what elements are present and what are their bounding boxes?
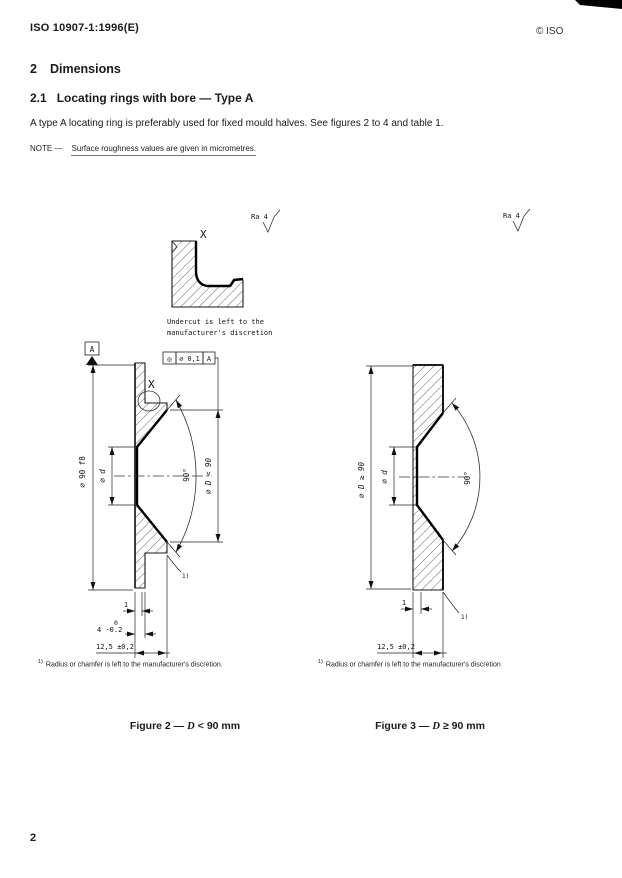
paragraph: A type A locating ring is preferably use… xyxy=(30,118,444,129)
figure2-footnote-leader xyxy=(166,554,182,573)
undercut-detail-drawing: X Ra 4 Undercut is left to the manufactu… xyxy=(167,209,281,337)
figure2-footnote-ref: 1) xyxy=(182,573,189,580)
section-heading: 2 Dimensions xyxy=(30,62,121,76)
figure2-footnote-marker: 1) xyxy=(38,659,43,665)
figure2-caption: Figure 2 —D< 90 mm xyxy=(85,720,285,732)
figure3-roughness-icon xyxy=(512,215,525,232)
figure3-caption-prefix: Figure 3 — xyxy=(375,720,430,732)
figure3-land-dim: 1 xyxy=(402,599,406,607)
figure3-drawing: Ra 4 ⌀ D ≥ 90 ⌀ d 90° xyxy=(357,208,531,658)
figure3-footnote-text: Radius or chamfer is left to the manufac… xyxy=(325,661,501,669)
figure3-bore-cone-faces xyxy=(415,412,444,541)
figure2-od-dim: ⌀ 90 f8 xyxy=(78,456,87,488)
roughness-value: Ra 4 xyxy=(251,213,268,221)
undercut-profile xyxy=(194,241,244,288)
tolerance-leader xyxy=(215,357,219,410)
tolerance-value: ⌀ 0,1 xyxy=(179,355,199,363)
page-number: 2 xyxy=(30,832,37,844)
figure3-cone-ext-bottom xyxy=(442,539,457,556)
figure3-footnote-marker: 1) xyxy=(318,659,323,665)
figure2-depth-dim: 12,5 ±0,2 xyxy=(96,643,134,651)
subsection-title: Locating rings with bore — Type A xyxy=(56,91,254,105)
figure2-cone-ext-bottom xyxy=(166,541,181,558)
figure3-caption-symbol: D xyxy=(432,721,440,732)
break-line xyxy=(171,240,178,254)
figure3-cone-ext-top xyxy=(442,397,457,414)
figure3-caption: Figure 3 —D≥ 90 mm xyxy=(330,720,530,732)
detail-caption-line1: Undercut is left to the xyxy=(167,318,264,326)
figure2-land-dim: 1 xyxy=(124,601,128,609)
figure3-angle-dim: 90° xyxy=(463,471,472,485)
detail-caption-line2: manufacturer's discretion xyxy=(167,329,272,337)
tolerance-datum: A xyxy=(207,355,212,363)
undercut-section xyxy=(171,240,244,308)
figure2-drawing: X A ⌀ 90 f8 ⌀ d ◎ ⌀ 0,1 A xyxy=(78,341,223,658)
section-number: 2 xyxy=(30,62,37,76)
datum-label: A xyxy=(90,345,95,354)
figure2-caption-prefix: Figure 2 — xyxy=(129,720,185,732)
figure3-depth-dim: 12,5 ±0,2 xyxy=(377,643,415,651)
roughness-icon-tick xyxy=(273,209,281,218)
figure3-angle-arc xyxy=(451,402,481,552)
concentricity-icon: ◎ xyxy=(167,355,172,364)
figure2-cross-section xyxy=(134,362,168,589)
datum-box xyxy=(84,341,100,356)
note-label: NOTE — xyxy=(30,144,63,153)
figure2-cone-ext-top xyxy=(166,394,181,411)
figure2-bore-dim: ⌀ d xyxy=(98,469,107,483)
figure2-footnote: 1)Radius or chamfer is left to the manuf… xyxy=(38,659,223,668)
figure2-angle-dim: 90° xyxy=(182,468,191,482)
figure3-caption-suffix: ≥ 90 mm xyxy=(442,720,485,732)
scan-corner-artifact xyxy=(575,0,622,9)
figure2-detail-marker: X xyxy=(148,378,155,391)
figure2-footnote-text: Radius or chamfer is left to the manufac… xyxy=(45,661,223,669)
figure3-roughness-value: Ra 4 xyxy=(503,212,520,220)
note-text: Surface roughness values are given in mi… xyxy=(71,144,256,156)
figure3-footnote-leader xyxy=(442,591,460,614)
detail-x-label: X xyxy=(200,228,207,241)
datum-triangle-icon xyxy=(86,356,98,365)
figure3-footnote-ref: 1) xyxy=(461,614,468,621)
copyright-label: © ISO xyxy=(536,26,564,37)
figure2-flange-upper-tol: 0 xyxy=(114,619,118,627)
roughness-icon xyxy=(262,216,275,233)
figure3-roughness-icon-tick xyxy=(523,208,531,217)
subsection-number: 2.1 xyxy=(30,91,47,105)
figure2-flange-dim: 4 -0.2 xyxy=(97,626,122,634)
figure3-bore-dim: ⌀ d xyxy=(380,470,389,484)
note: NOTE — Surface roughness values are given… xyxy=(30,144,256,156)
figure2-detail-circle xyxy=(137,390,161,412)
figure3-D-dim: ⌀ D ≥ 90 xyxy=(357,461,366,498)
document-reference: ISO 10907-1:1996(E) xyxy=(30,22,139,34)
section-title: Dimensions xyxy=(49,62,121,76)
subsection-heading: 2.1 Locating rings with bore — Type A xyxy=(30,91,253,105)
figure2-caption-suffix: < 90 mm xyxy=(197,720,241,732)
figure2-caption-symbol: D xyxy=(187,721,195,732)
figure3-footnote: 1)Radius or chamfer is left to the manuf… xyxy=(318,659,501,668)
